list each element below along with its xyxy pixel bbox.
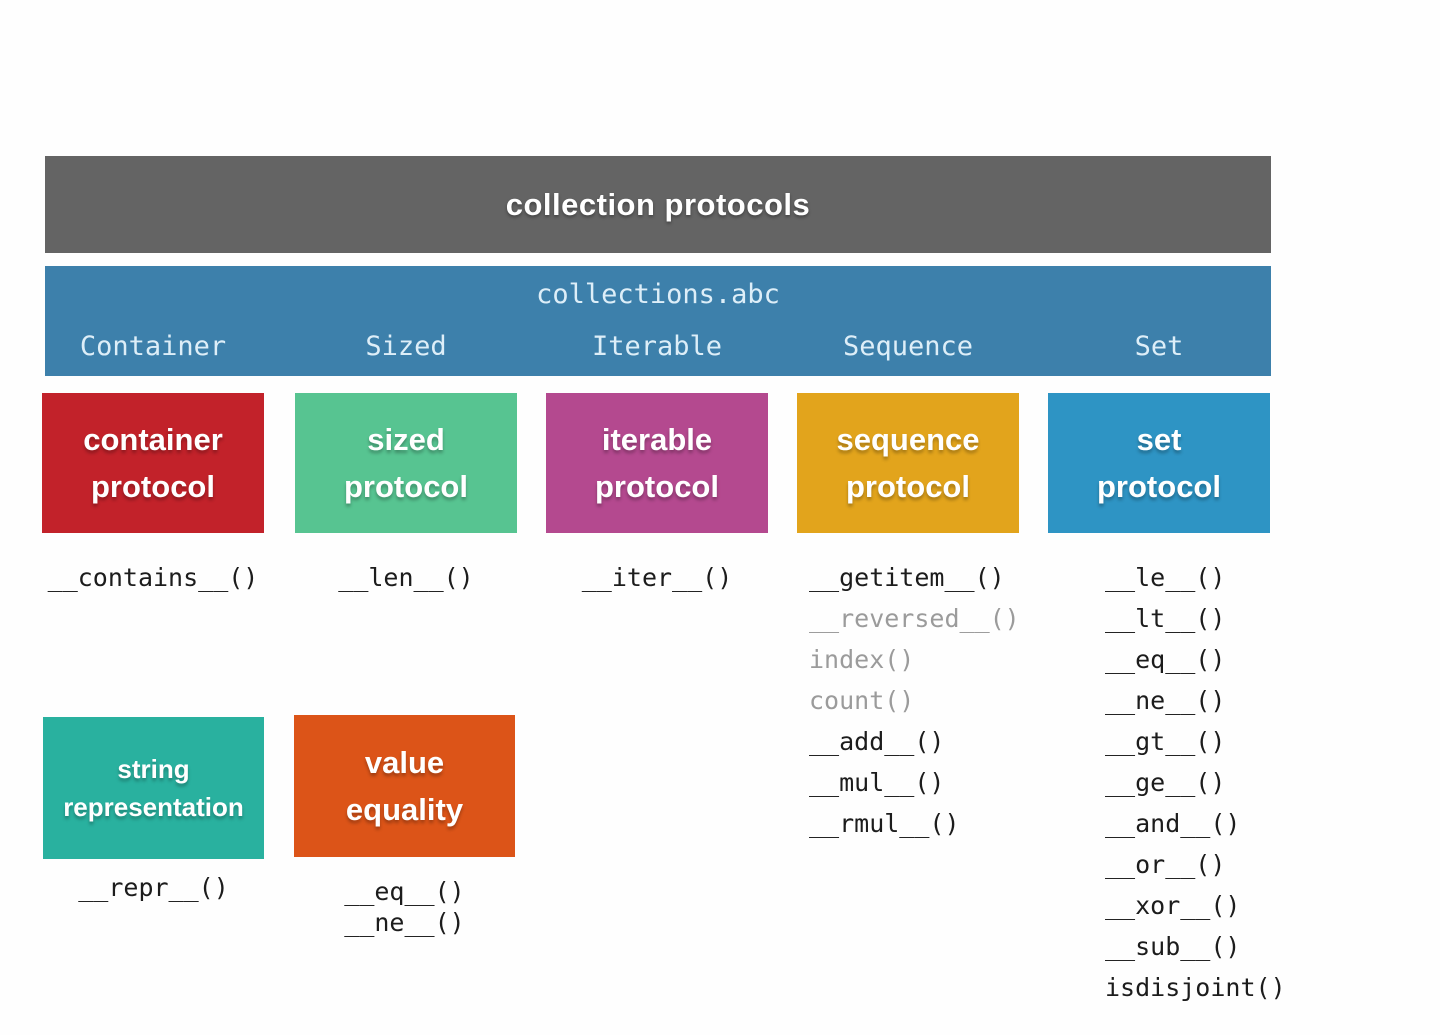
iterable-methods: __iter__() [546, 557, 768, 598]
method-name: __le__() [1105, 563, 1226, 592]
abc-column-set: Set [1134, 331, 1184, 362]
method-name: __xor__() [1105, 891, 1241, 920]
box-label-line: protocol [595, 469, 719, 504]
box-label-line: sized [367, 422, 445, 457]
set-protocol-box: set protocol [1048, 393, 1270, 533]
sequence-methods: __getitem__() __reversed__() index() cou… [797, 557, 1020, 844]
method-name: __iter__() [581, 563, 733, 592]
value-equality-methods: __eq__() __ne__() [294, 876, 515, 938]
iterable-protocol-box: iterable protocol [546, 393, 768, 533]
box-label-line: protocol [1097, 469, 1221, 504]
sequence-protocol-box: sequence protocol [797, 393, 1019, 533]
box-label-line: protocol [344, 469, 468, 504]
container-methods: __contains__() [42, 557, 264, 598]
method-name: count() [809, 686, 915, 715]
method-name: __contains__() [47, 563, 259, 592]
string-representation-methods: __repr__() [43, 872, 264, 904]
box-label-line: set [1136, 422, 1182, 457]
container-protocol-box: container protocol [42, 393, 264, 533]
box-label-line: protocol [846, 469, 970, 504]
method-name: __repr__() [78, 873, 229, 902]
abc-column-iterable: Iterable [591, 331, 723, 362]
method-name: __sub__() [1105, 932, 1241, 961]
method-name: __ne__() [344, 908, 465, 937]
set-methods: __le__() __lt__() __eq__() __ne__() __gt… [1048, 557, 1286, 1008]
box-label-line: representation [63, 792, 244, 822]
abc-column-sequence: Sequence [842, 331, 974, 362]
method-name: index() [809, 645, 915, 674]
method-name: __eq__() [344, 877, 465, 906]
method-name: __len__() [338, 563, 474, 592]
box-label-line: equality [345, 792, 464, 827]
abc-module-label: collections.abc [536, 279, 780, 310]
method-name: __and__() [1105, 809, 1241, 838]
method-name: __mul__() [809, 768, 945, 797]
abc-column-sized: Sized [365, 331, 447, 362]
box-label-line: sequence [836, 422, 980, 457]
box-label-line: value [364, 745, 445, 780]
method-name: __or__() [1105, 850, 1226, 879]
method-name: __rmul__() [809, 809, 960, 838]
sized-protocol-box: sized protocol [295, 393, 517, 533]
method-name: __getitem__() [809, 563, 1005, 592]
method-name: __lt__() [1105, 604, 1226, 633]
box-label-line: iterable [601, 422, 713, 457]
collections-abc-banner: collections.abc [45, 266, 1271, 376]
box-label-line: container [83, 422, 223, 457]
method-name: __add__() [809, 727, 945, 756]
method-name: __gt__() [1105, 727, 1226, 756]
sized-methods: __len__() [295, 557, 517, 598]
value-equality-box: value equality [294, 715, 515, 857]
box-label-line: string [117, 754, 190, 784]
string-representation-box: string representation [43, 717, 264, 859]
title-banner: collection protocols [45, 156, 1271, 253]
method-name: isdisjoint() [1105, 973, 1286, 1002]
method-name: __eq__() [1105, 645, 1226, 674]
abc-column-container: Container [79, 331, 227, 362]
method-name: __ne__() [1105, 686, 1226, 715]
box-label-line: protocol [91, 469, 215, 504]
method-name: __reversed__() [809, 604, 1020, 633]
method-name: __ge__() [1105, 768, 1226, 797]
page-title: collection protocols [505, 186, 811, 222]
